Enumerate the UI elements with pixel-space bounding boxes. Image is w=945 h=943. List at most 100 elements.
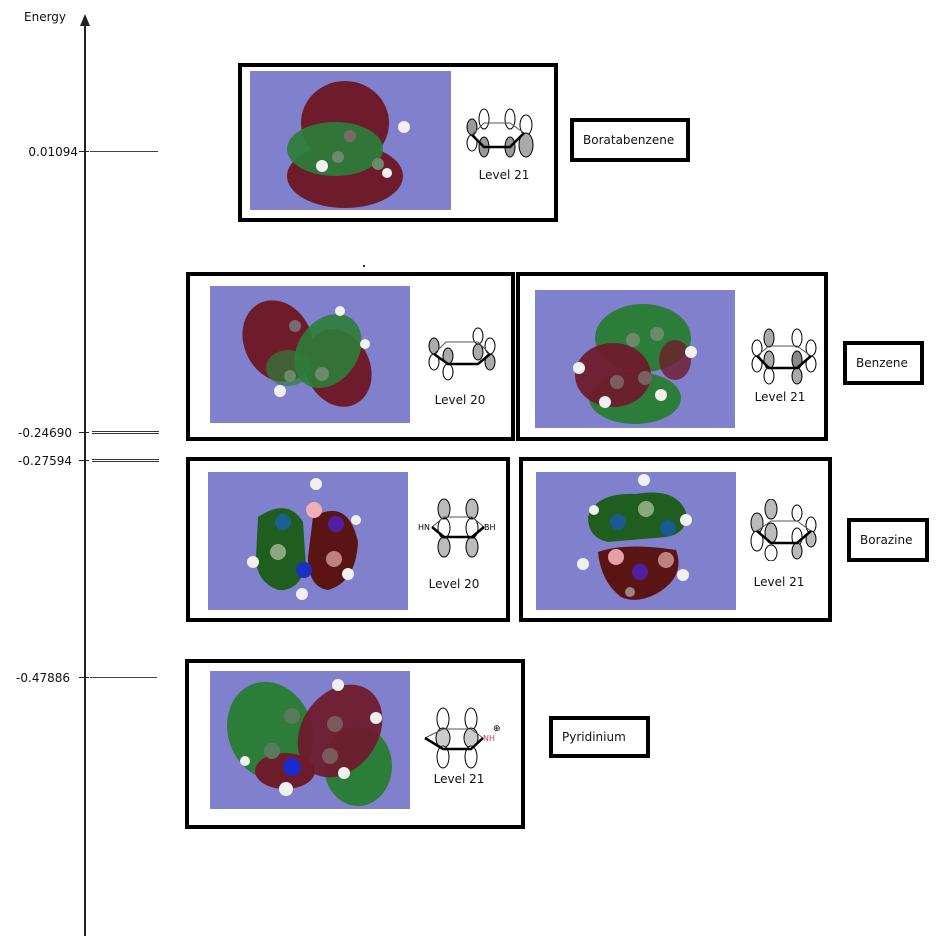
negative-lobe xyxy=(659,340,691,380)
nitrogen-atom xyxy=(328,516,344,532)
orbital-sketch xyxy=(751,328,817,385)
tick-label: 0.01094 xyxy=(28,145,78,159)
orbital-sketch: NH ⊕ xyxy=(424,707,501,769)
heteroatom-label: NH xyxy=(483,734,495,743)
hydrogen-atom xyxy=(398,121,410,133)
boron-atom xyxy=(658,552,674,568)
carbon-atom xyxy=(372,158,384,170)
hydrogen-atom xyxy=(685,346,697,358)
energy-level-line-double xyxy=(92,431,159,434)
molecule-name-boratabenzene: Boratabenzene xyxy=(570,118,690,162)
atom-label: BH xyxy=(484,523,496,532)
nitrogen-atom xyxy=(610,514,626,530)
carbon-atom xyxy=(284,370,296,382)
orbital-render xyxy=(535,290,735,428)
hydrogen-atom xyxy=(382,168,392,178)
level-label: Level 20 xyxy=(434,393,486,407)
hydrogen-atom xyxy=(370,712,382,724)
nitrogen-atom xyxy=(296,562,312,578)
tick-mark xyxy=(79,151,89,152)
negative-lobe xyxy=(575,343,651,407)
orbital-render xyxy=(208,472,408,610)
carbon-atom xyxy=(610,375,624,389)
orbital-sketch xyxy=(750,499,817,561)
hydrogen-atom xyxy=(310,478,322,490)
tick-label: -0.27594 xyxy=(18,454,72,468)
hydrogen-atom xyxy=(316,160,328,172)
hydrogen-atom xyxy=(573,362,585,374)
hydrogen-atom xyxy=(274,385,286,397)
molecule-name-borazine: Borazine xyxy=(847,518,929,562)
carbon-atom xyxy=(264,743,280,759)
orbital-sketch xyxy=(466,108,534,158)
carbon-atom xyxy=(638,371,652,385)
hydrogen-atom xyxy=(625,587,635,597)
carbon-atom xyxy=(332,151,344,163)
carbon-atom xyxy=(322,748,338,764)
level-label: Level 20 xyxy=(428,577,480,591)
orbital-render xyxy=(210,671,410,809)
nitrogen-atom xyxy=(283,758,301,776)
hydrogen-atom xyxy=(655,389,667,401)
level-label: Level 21 xyxy=(753,575,805,589)
negative-lobe xyxy=(297,684,383,778)
mo-box-benzene-level21: Level 21 xyxy=(516,272,828,441)
charge-icon: ⊕ xyxy=(493,724,501,734)
tick-label: -0.24690 xyxy=(18,426,72,440)
energy-level-line xyxy=(90,151,158,152)
tick-mark xyxy=(79,460,89,461)
carbon-atom xyxy=(650,327,664,341)
orbital-render xyxy=(250,71,451,210)
mo-box-borazine-level20: HN BH Level 20 xyxy=(186,457,510,622)
mo-box-boratabenzene: Level 21 xyxy=(238,63,558,222)
axis-arrow-icon xyxy=(80,14,90,26)
boron-atom xyxy=(306,502,322,518)
boron-atom xyxy=(638,501,654,517)
hydrogen-atom xyxy=(677,569,689,581)
orbital-render xyxy=(536,472,736,610)
tick-mark xyxy=(79,432,89,433)
hydrogen-atom xyxy=(599,396,611,408)
carbon-atom xyxy=(344,130,356,142)
nitrogen-atom xyxy=(275,514,291,530)
carbon-atom xyxy=(327,716,343,732)
hydrogen-atom xyxy=(680,514,692,526)
positive-lobe xyxy=(294,313,362,389)
mo-box-borazine-level21: Level 21 xyxy=(519,457,832,622)
hydrogen-atom xyxy=(335,306,345,316)
tick-mark xyxy=(79,677,89,678)
energy-level-line xyxy=(90,677,157,678)
hydrogen-atom xyxy=(247,556,259,568)
axis-title: Energy xyxy=(24,10,67,24)
level-label: Level 21 xyxy=(754,390,806,404)
hydrogen-atom xyxy=(240,756,250,766)
mo-box-benzene-level20: Level 20 xyxy=(186,272,515,441)
level-label: Level 21 xyxy=(478,168,530,182)
mo-box-pyridinium: NH ⊕ Level 21 xyxy=(185,659,525,829)
tick-label: -0.47886 xyxy=(16,671,70,685)
hydrogen-atom xyxy=(332,679,344,691)
positive-lobe xyxy=(287,122,383,176)
hydrogen-atom xyxy=(577,558,589,570)
hydrogen-atom xyxy=(296,588,308,600)
molecule-name-benzene: Benzene xyxy=(843,341,924,385)
hydrogen-atom xyxy=(338,767,350,779)
level-label: Level 21 xyxy=(433,772,485,786)
nitrogen-atom xyxy=(632,564,648,580)
boron-atom xyxy=(326,551,342,567)
molecule-name-pyridinium: Pyridinium xyxy=(549,716,650,758)
carbon-atom xyxy=(315,367,329,381)
energy-level-line-double xyxy=(92,459,159,462)
boron-atom xyxy=(608,549,624,565)
stray-dot xyxy=(363,265,365,267)
carbon-atom xyxy=(289,320,301,332)
nitrogen-atom xyxy=(660,520,676,536)
hydrogen-atom xyxy=(589,505,599,515)
hydrogen-atom xyxy=(342,568,354,580)
positive-lobe xyxy=(266,350,310,386)
hydrogen-atom xyxy=(279,782,293,796)
orbital-sketch: HN BH xyxy=(418,498,496,558)
atom-label: HN xyxy=(418,523,430,532)
energy-axis xyxy=(84,22,86,936)
carbon-atom xyxy=(284,708,300,724)
